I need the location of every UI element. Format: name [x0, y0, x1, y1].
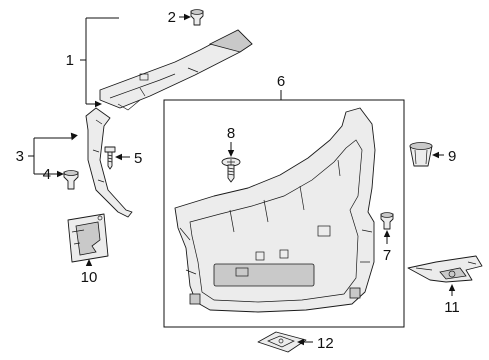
part-7-clip — [380, 212, 394, 230]
part-9-grommet — [409, 142, 433, 167]
callout-6: 6 — [277, 73, 285, 90]
leader-lines — [28, 13, 456, 346]
part-6-liftgate-panel — [163, 99, 405, 328]
callout-5: 5 — [134, 150, 142, 167]
callout-labels: 1 2 3 4 5 6 7 8 9 10 11 12 — [16, 9, 460, 352]
callout-7: 7 — [383, 247, 391, 264]
part-11-bracket — [407, 255, 483, 283]
part-2-clip — [190, 9, 204, 26]
callout-10: 10 — [81, 269, 98, 286]
callout-3: 3 — [16, 148, 24, 165]
callout-4: 4 — [43, 166, 51, 183]
part-6-group-box — [163, 99, 405, 328]
callout-8: 8 — [227, 125, 235, 142]
part-10-bracket — [67, 213, 109, 263]
callout-12: 12 — [317, 335, 334, 352]
part-4-clip — [63, 170, 79, 190]
part-1-upper-trim-panel — [99, 29, 253, 111]
callout-11: 11 — [444, 299, 460, 316]
part-12-plate — [257, 331, 307, 353]
part-3-side-trim-strip — [85, 107, 133, 218]
part-5-screw — [104, 146, 116, 170]
part-8-screw — [221, 157, 241, 183]
callout-2: 2 — [168, 9, 176, 26]
callout-9: 9 — [448, 148, 456, 165]
callout-1: 1 — [66, 52, 74, 69]
